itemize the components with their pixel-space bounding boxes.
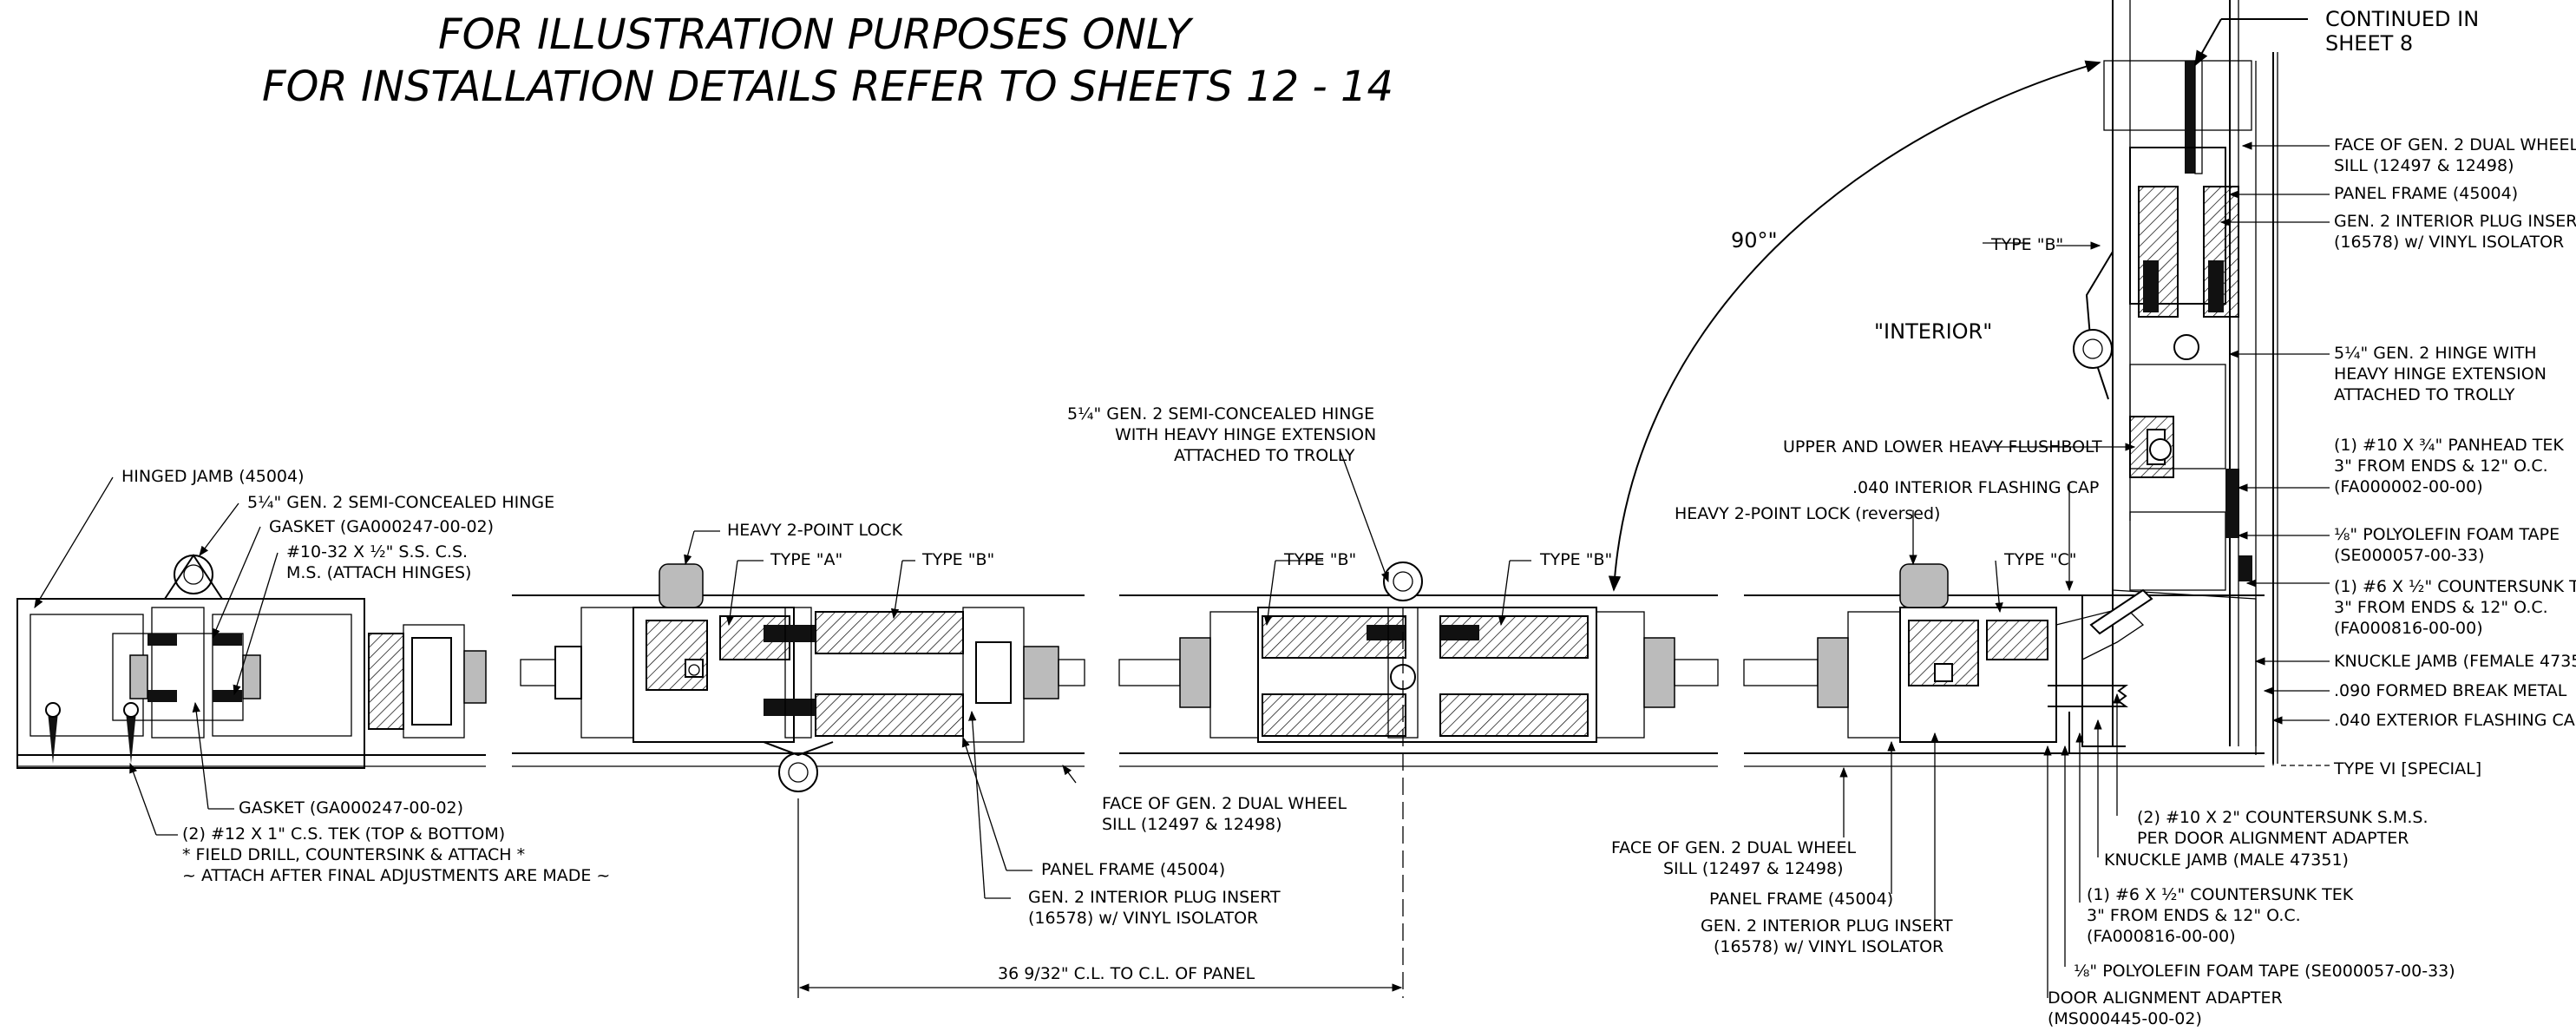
plug-insert-left-2: (16578) w/ VINYL ISOLATOR <box>1028 909 1258 928</box>
semi-hinge-label: 5¼" GEN. 2 SEMI-CONCEALED HINGE <box>247 493 554 512</box>
csk6-right-3: (FA000816-00-00) <box>2334 619 2483 638</box>
dimension-label: 36 9/32" C.L. TO C.L. OF PANEL <box>998 964 1255 983</box>
plug-insert-right-1: GEN. 2 INTERIOR PLUG INSERT <box>2334 212 2576 231</box>
break-metal: .090 FORMED BREAK METAL <box>2334 681 2567 700</box>
type-vi: TYPE VI [SPECIAL] <box>2333 759 2481 778</box>
flushbolt-label: UPPER AND LOWER HEAVY FLUSHBOLT <box>1783 437 2102 456</box>
ss-screw-2: M.S. (ATTACH HINGES) <box>286 563 471 582</box>
foam-bottom: ⅛" POLYOLEFIN FOAM TAPE (SE000057-00-33) <box>2074 962 2455 981</box>
gasket-top-label: GASKET (GA000247-00-02) <box>269 517 494 536</box>
knuckle-female: KNUCKLE JAMB (FEMALE 47350) <box>2334 652 2576 671</box>
foam-right-1: ⅛" POLYOLEFIN FOAM TAPE <box>2334 525 2560 544</box>
flashcap-interior: .040 INTERIOR FLASHING CAP <box>1852 478 2099 497</box>
csk6-bottom-1: (1) #6 X ½" COUNTERSUNK TEK <box>2087 885 2354 904</box>
corner-knuckle-section <box>1608 0 2278 767</box>
mid-hinge-section <box>1118 561 1719 767</box>
face-sill-mid-1: FACE OF GEN. 2 DUAL WHEEL <box>1611 838 1856 857</box>
csk6-right-1: (1) #6 X ½" COUNTERSUNK TEK <box>2334 577 2576 596</box>
hinge-mid-2: WITH HEAVY HINGE EXTENSION <box>1115 425 1376 444</box>
hinge-right-1: 5¼" GEN. 2 HINGE WITH <box>2334 344 2537 363</box>
annotation-labels: CONTINUED IN SHEET 8 90°" "INTERIOR" FAC… <box>121 7 2576 1028</box>
hinge-right-2: HEAVY HINGE EXTENSION <box>2334 364 2547 384</box>
knuckle-male: KNUCKLE JAMB (MALE 47351) <box>2104 850 2349 870</box>
panel-frame-mid: PANEL FRAME (45004) <box>1709 890 1893 909</box>
plug-insert-right-2: (16578) w/ VINYL ISOLATOR <box>2334 233 2564 252</box>
door-adapter-2: (MS000445-00-02) <box>2048 1009 2202 1028</box>
panel-frame-right: PANEL FRAME (45004) <box>2334 184 2518 203</box>
plug-insert-mid-2: (16578) w/ VINYL ISOLATOR <box>1714 937 1943 956</box>
csk6-bottom-3: (FA000816-00-00) <box>2087 927 2236 946</box>
door-adapter-1: DOOR ALIGNMENT ADAPTER <box>2048 988 2283 1008</box>
continued-label-1: CONTINUED IN <box>2325 7 2479 31</box>
interior-label: "INTERIOR" <box>1874 319 1992 344</box>
hinge-mid-3: ATTACHED TO TROLLY <box>1174 446 1355 465</box>
panhead-2: 3" FROM ENDS & 12" O.C. <box>2334 456 2548 476</box>
leader-lines <box>34 18 2330 998</box>
tek12-1: (2) #12 X 1" C.S. TEK (TOP & BOTTOM) <box>182 824 505 844</box>
hinged-jamb-section <box>16 554 487 769</box>
hinged-jamb-label: HINGED JAMB (45004) <box>121 467 305 486</box>
type-b-mid-2: TYPE "B" <box>1539 550 1612 569</box>
panhead-1: (1) #10 X ¾" PANHEAD TEK <box>2334 436 2564 455</box>
hinge-right-3: ATTACHED TO TROLLY <box>2334 385 2515 404</box>
type-b-mid-1: TYPE "B" <box>1283 550 1356 569</box>
face-sill-right-1: FACE OF GEN. 2 DUAL WHEEL <box>2334 135 2576 154</box>
plug-insert-left-1: GEN. 2 INTERIOR PLUG INSERT <box>1028 888 1281 907</box>
csk6-bottom-2: 3" FROM ENDS & 12" O.C. <box>2087 906 2301 925</box>
gasket-bottom-label: GASKET (GA000247-00-02) <box>239 798 463 818</box>
face-sill-right-2: SILL (12497 & 12498) <box>2334 156 2514 175</box>
panhead-3: (FA000002-00-00) <box>2334 477 2483 496</box>
type-b-left: TYPE "B" <box>921 550 994 569</box>
header-line-2: FOR INSTALLATION DETAILS REFER TO SHEETS… <box>262 62 1393 111</box>
type-a-label: TYPE "A" <box>770 550 842 569</box>
face-sill-left-2: SILL (12497 & 12498) <box>1102 815 1281 834</box>
header-line-1: FOR ILLUSTRATION PURPOSES ONLY <box>438 10 1194 59</box>
face-sill-left-1: FACE OF GEN. 2 DUAL WHEEL <box>1102 794 1347 813</box>
type-c-label: TYPE "C" <box>2003 550 2076 569</box>
lock-reversed: HEAVY 2-POINT LOCK (reversed) <box>1675 504 1940 523</box>
heavy-lock-label: HEAVY 2-POINT LOCK <box>727 521 903 540</box>
csk6-right-2: 3" FROM ENDS & 12" O.C. <box>2334 598 2548 617</box>
flashcap-exterior: .040 EXTERIOR FLASHING CAP <box>2334 711 2576 730</box>
sms-2: PER DOOR ALIGNMENT ADAPTER <box>2137 829 2409 848</box>
lock-panel-section <box>512 563 1085 792</box>
ss-screw-1: #10-32 X ½" S.S. C.S. <box>286 542 468 561</box>
continued-label-2: SHEET 8 <box>2325 31 2413 56</box>
tek12-3: ~ ATTACH AFTER FINAL ADJUSTMENTS ARE MAD… <box>182 866 610 885</box>
hinge-mid-1: 5¼" GEN. 2 SEMI-CONCEALED HINGE <box>1067 404 1374 424</box>
angle-label: 90°" <box>1731 228 1778 253</box>
tek12-2: * FIELD DRILL, COUNTERSINK & ATTACH * <box>182 845 525 864</box>
panel-frame-left: PANEL FRAME (45004) <box>1041 860 1225 879</box>
face-sill-mid-2: SILL (12497 & 12498) <box>1663 859 1843 878</box>
sms-1: (2) #10 X 2" COUNTERSUNK S.M.S. <box>2137 808 2428 827</box>
type-b-right: TYPE "B" <box>1990 235 2063 254</box>
plug-insert-mid-1: GEN. 2 INTERIOR PLUG INSERT <box>1701 916 1953 936</box>
foam-right-2: (SE000057-00-33) <box>2334 546 2485 565</box>
